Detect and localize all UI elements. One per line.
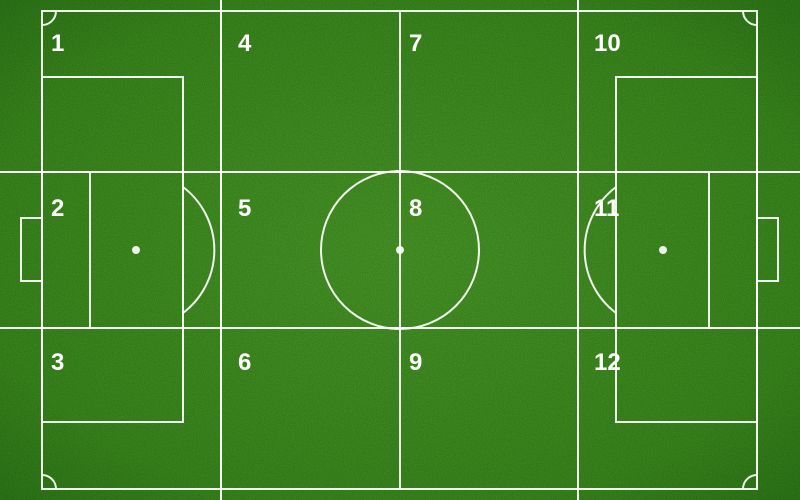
zone-labels: 1 2 3 4 5 6 7 8 9 10 11 12 [51, 30, 621, 376]
zone-label-4: 4 [238, 30, 252, 57]
left-penalty-arc [182, 186, 216, 314]
corner-arc-top-right [742, 10, 758, 26]
zone-label-2: 2 [51, 195, 64, 222]
left-penalty-spot [132, 246, 140, 254]
corner-arc-bottom-left [41, 474, 57, 490]
zone-label-3: 3 [51, 349, 64, 376]
zone-label-1: 1 [51, 30, 64, 57]
zone-label-7: 7 [409, 30, 422, 57]
zone-label-12: 12 [594, 349, 621, 376]
zone-label-6: 6 [238, 349, 251, 376]
zone-label-5: 5 [238, 195, 251, 222]
zone-label-8: 8 [409, 195, 422, 222]
right-penalty-arc [583, 186, 617, 314]
right-goal [756, 217, 779, 282]
zone-label-9: 9 [409, 349, 422, 376]
zone-label-11: 11 [594, 195, 619, 222]
right-penalty-spot [659, 246, 667, 254]
zone-label-10: 10 [594, 30, 621, 57]
left-goal [20, 217, 43, 282]
corner-arc-top-left [41, 10, 57, 26]
corner-arc-bottom-right [742, 474, 758, 490]
center-spot [396, 246, 404, 254]
